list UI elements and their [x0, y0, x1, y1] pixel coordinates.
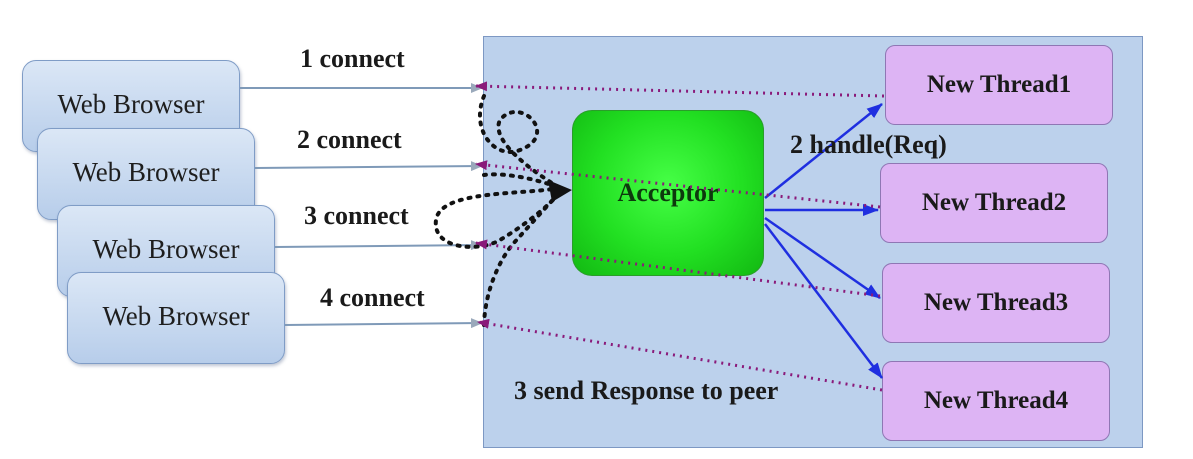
handle-arrow-1: [764, 103, 883, 199]
connect-arrow-3: [274, 240, 483, 251]
acceptor-label: Acceptor: [617, 178, 719, 207]
accept-loop: [433, 94, 562, 327]
connect-arrow-2: [254, 161, 483, 172]
response-arrow-2: [475, 160, 881, 209]
new-thread-2-label: New Thread2: [921, 189, 1067, 216]
web-browser-1-label: Web Browser: [57, 88, 205, 119]
handle-label: 2 handle(Req): [790, 130, 947, 159]
connect-label-1: 1 connect: [300, 44, 405, 73]
response-arrow-4: [477, 318, 883, 392]
web-browser-2[interactable]: Web Browser: [37, 128, 255, 220]
new-thread-2[interactable]: New Thread2: [880, 163, 1108, 243]
web-browser-2-label: Web Browser: [72, 156, 220, 187]
web-browser-4-label: Web Browser: [102, 300, 250, 331]
web-browser-4[interactable]: Web Browser: [67, 272, 285, 364]
connect-label-3: 3 connect: [304, 201, 409, 230]
new-thread-1[interactable]: New Thread1: [885, 45, 1113, 125]
connect-label-2: 2 connect: [297, 125, 402, 154]
response-arrow-1: [475, 81, 885, 98]
new-thread-3-label: New Thread3: [923, 289, 1069, 316]
response-arrow-3: [475, 239, 881, 298]
connect-arrow-4: [284, 318, 483, 329]
new-thread-3[interactable]: New Thread3: [882, 263, 1110, 343]
acceptor-box[interactable]: Acceptor: [572, 110, 764, 276]
new-thread-4[interactable]: New Thread4: [882, 361, 1110, 441]
response-label: 3 send Response to peer: [514, 376, 779, 405]
handle-arrow-3: [764, 216, 881, 300]
new-thread-1-label: New Thread1: [926, 71, 1072, 98]
accept-arrowhead: [548, 180, 572, 202]
new-thread-4-label: New Thread4: [923, 387, 1069, 414]
connect-label-4: 4 connect: [320, 283, 425, 312]
handle-arrow-4: [764, 223, 883, 379]
web-browser-3-label: Web Browser: [92, 233, 240, 264]
